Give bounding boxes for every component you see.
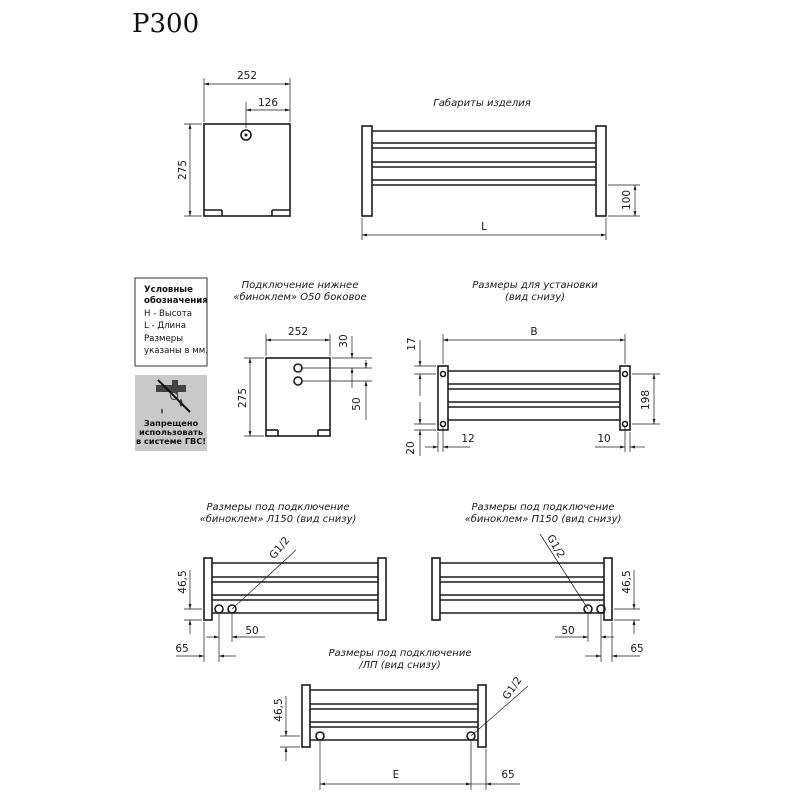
- dim-install-12: 12: [461, 433, 474, 445]
- dim-p150-height: 46,5: [621, 570, 633, 593]
- dim-side-height: 275: [237, 388, 249, 408]
- dim-install-b: B: [530, 326, 537, 338]
- warning-box: Запрещено использовать в системе ГВС!: [135, 375, 207, 451]
- legend-line-1: Условные: [144, 285, 193, 295]
- dim-lp-offset: 65: [501, 769, 514, 781]
- dim-side-width: 252: [288, 326, 308, 338]
- legend-box: Условные обозначения H - Высота L - Длин…: [134, 277, 208, 367]
- dim-l150-offset: 65: [175, 643, 188, 655]
- caption-l150-1: Размеры под подключение: [206, 502, 349, 513]
- p150-view: Размеры под подключение «биноклем» П150 …: [431, 502, 644, 662]
- dim-side-spacing: 50: [351, 397, 363, 410]
- dim-top-width: 252: [237, 70, 257, 82]
- dim-front-length: L: [481, 221, 487, 233]
- legend-line-3: H - Высота: [144, 309, 192, 319]
- legend-line-4: L - Длина: [144, 321, 186, 331]
- dim-l150-thread: G1/2: [267, 535, 292, 562]
- dim-install-17: 17: [406, 337, 418, 350]
- side-bottom-view: Подключение нижнее «биноклем» О50 боково…: [233, 280, 372, 437]
- caption-p150-2: «биноклем» П150 (вид снизу): [465, 513, 622, 525]
- caption-lp-1: Размеры под подключение: [328, 648, 471, 659]
- warning-line-3: в системе ГВС!: [136, 436, 206, 446]
- dim-install-198: 198: [640, 390, 652, 410]
- end-view: 252 126 275: [177, 70, 291, 217]
- lp-view: Размеры под подключение /ЛП (вид снизу) …: [273, 648, 529, 790]
- dim-lp-thread: G1/2: [500, 675, 524, 702]
- dim-p150-offset: 65: [630, 643, 643, 655]
- dim-p150-spacing: 50: [561, 625, 574, 637]
- connection-hole: [240, 129, 252, 141]
- dim-top-offset: 126: [258, 97, 278, 109]
- dim-install-20: 20: [405, 441, 417, 454]
- install-view: Размеры для установки (вид снизу) B 17 2…: [405, 280, 660, 456]
- warning-line-1: Запрещено: [144, 418, 199, 428]
- front-view: Габариты изделия L 100: [361, 97, 640, 240]
- legend-line-2: обозначения: [144, 295, 208, 306]
- dim-lp-e: E: [393, 769, 400, 781]
- no-tap-icon: [156, 379, 191, 414]
- dim-top-height: 275: [177, 160, 189, 180]
- dim-side-top: 30: [338, 334, 350, 347]
- product-title: P300: [132, 9, 199, 39]
- legend-line-5: Размеры: [144, 334, 183, 344]
- caption-side-1: Подключение нижнее: [242, 280, 359, 291]
- caption-install-2: (вид снизу): [505, 292, 565, 303]
- dim-l150-spacing: 50: [245, 625, 258, 637]
- dim-lp-height: 46,5: [273, 698, 285, 721]
- legend-line-6: указаны в мм.: [144, 346, 208, 356]
- caption-lp-2: /ЛП (вид снизу): [358, 660, 441, 671]
- caption-l150-2: «биноклем» Л150 (вид снизу): [200, 513, 357, 525]
- dim-p150-thread: G1/2: [544, 533, 567, 561]
- dim-install-10: 10: [597, 433, 610, 445]
- caption-install-1: Размеры для установки: [472, 280, 598, 291]
- dim-front-depth: 100: [621, 190, 633, 210]
- l150-view: Размеры под подключение «биноклем» Л150 …: [175, 502, 387, 662]
- dim-l150-height: 46,5: [177, 570, 189, 593]
- caption-side-2: «биноклем» О50 боковое: [233, 291, 366, 303]
- caption-p150-1: Размеры под подключение: [471, 502, 614, 513]
- warning-line-2: использовать: [139, 427, 203, 437]
- caption-overall: Габариты изделия: [433, 97, 531, 109]
